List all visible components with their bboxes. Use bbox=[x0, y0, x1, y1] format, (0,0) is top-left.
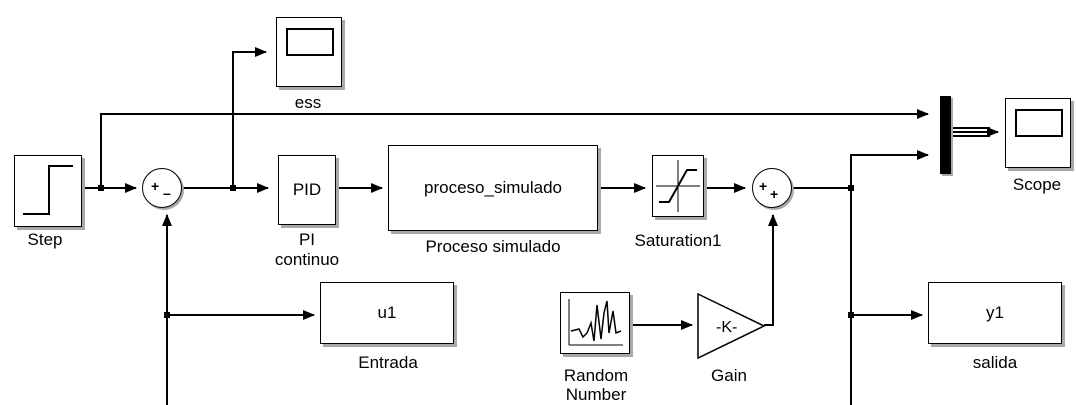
sum-block-1[interactable]: + – bbox=[142, 168, 182, 208]
saturation-icon bbox=[656, 160, 700, 212]
random-label-line2: Number bbox=[565, 385, 627, 404]
sum-block-2[interactable]: + + bbox=[752, 168, 792, 208]
sum1-minus: – bbox=[163, 185, 171, 201]
saturation-label: Saturation1 bbox=[634, 231, 722, 250]
ess-scope-label: ess bbox=[294, 93, 322, 112]
random-signal-icon bbox=[568, 299, 623, 346]
step-block[interactable] bbox=[14, 155, 82, 227]
step-label: Step bbox=[27, 230, 63, 249]
ess-scope-block[interactable] bbox=[276, 17, 342, 87]
sum2-plus-left: + bbox=[759, 178, 768, 194]
y1-label: salida bbox=[972, 353, 1018, 372]
pid-label-line2: continuo bbox=[274, 250, 340, 269]
gain-text: -K- bbox=[716, 319, 737, 336]
step-icon bbox=[23, 165, 73, 215]
u1-text: u1 bbox=[377, 303, 397, 322]
gain-block[interactable]: -K- bbox=[694, 290, 768, 362]
gain-label: Gain bbox=[711, 366, 747, 385]
scope-block[interactable] bbox=[1005, 98, 1071, 168]
process-text: proceso_simulado bbox=[424, 178, 562, 197]
scope-screen-icon bbox=[1015, 109, 1063, 137]
saturation-block[interactable] bbox=[652, 155, 704, 217]
sum1-plus: + bbox=[151, 178, 160, 194]
scope-screen-icon bbox=[286, 28, 334, 56]
u1-label: Entrada bbox=[358, 353, 418, 372]
random-number-block[interactable] bbox=[560, 292, 630, 354]
pid-label-line1: PI bbox=[298, 230, 316, 249]
process-label: Proceso simulado bbox=[425, 237, 561, 256]
process-block[interactable]: proceso_simulado bbox=[388, 145, 598, 231]
y1-text: y1 bbox=[986, 303, 1004, 322]
mux-block[interactable] bbox=[940, 96, 951, 174]
pid-text: PID bbox=[292, 180, 322, 199]
y1-block[interactable]: y1 bbox=[928, 282, 1062, 344]
u1-block[interactable]: u1 bbox=[320, 282, 454, 344]
random-label-line1: Random bbox=[563, 366, 629, 385]
sum2-plus-right: + bbox=[770, 186, 779, 202]
scope-label: Scope bbox=[1012, 175, 1062, 194]
pid-block[interactable]: PID bbox=[278, 155, 336, 225]
